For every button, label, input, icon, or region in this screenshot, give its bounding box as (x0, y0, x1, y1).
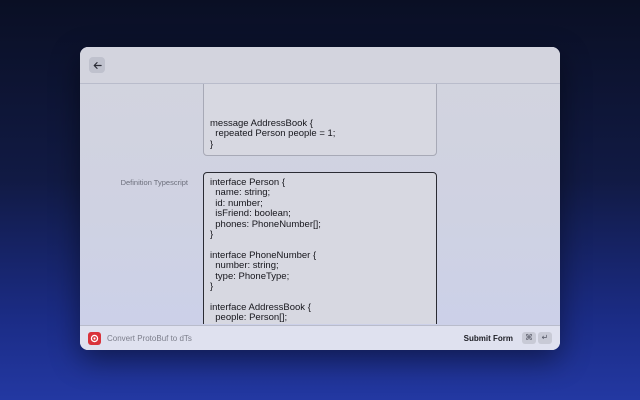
submit-form-button[interactable]: Submit Form (463, 334, 513, 343)
protobuf-definition-textarea[interactable]: message AddressBook { repeated Person pe… (203, 84, 437, 156)
command-key-icon: ⌘ (522, 332, 536, 344)
app-logo-icon (88, 332, 101, 345)
back-button[interactable] (89, 57, 105, 73)
enter-key-icon: ↵ (538, 332, 552, 344)
app-title: Convert ProtoBuf to dTs (107, 334, 192, 343)
form-content: message AddressBook { repeated Person pe… (80, 84, 560, 324)
window-header (80, 47, 560, 84)
command-window: message AddressBook { repeated Person pe… (80, 47, 560, 350)
definition-typescript-label: Definition Typescript (120, 178, 188, 187)
arrow-left-icon (93, 61, 102, 70)
action-bar: Convert ProtoBuf to dTs Submit Form ⌘ ↵ (80, 325, 560, 350)
definition-typescript-textarea[interactable]: interface Person { name: string; id: num… (203, 172, 437, 324)
